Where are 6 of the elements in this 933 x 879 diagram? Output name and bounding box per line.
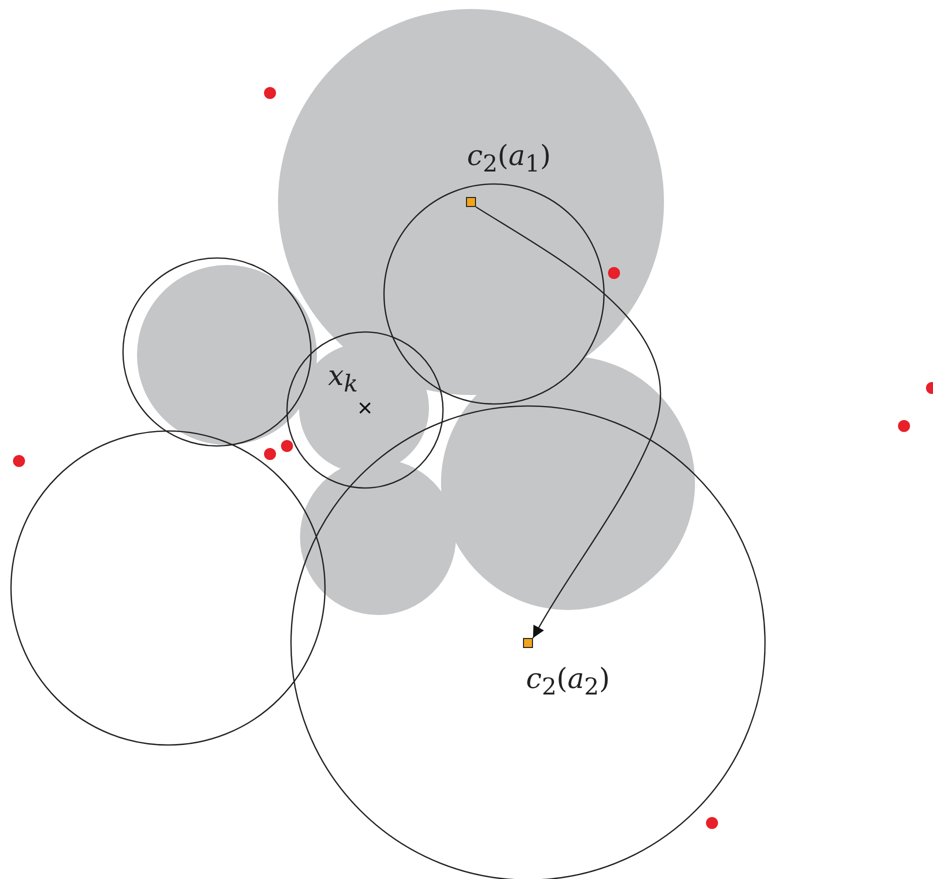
point-label: c$_{2}$(a$_{2}$)	[526, 665, 610, 699]
point-marker	[523, 638, 533, 648]
arrow	[476, 206, 661, 638]
point-label: x$_{k}$	[328, 362, 358, 396]
point-label: c$_{2}$(a$_{1}$)	[467, 142, 551, 176]
point-marker	[466, 197, 476, 207]
